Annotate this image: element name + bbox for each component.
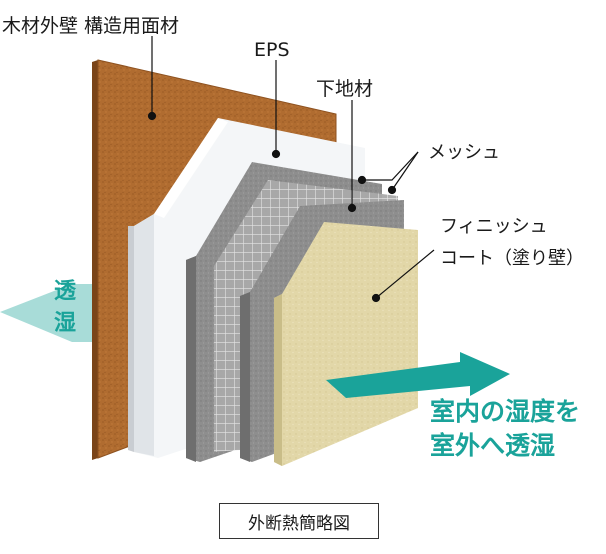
label-finish-line1: フィニッシュ bbox=[440, 216, 548, 237]
diagram-caption: 外断熱簡略図 bbox=[219, 503, 379, 539]
right-arrow-text-1: 室内の湿度を bbox=[430, 397, 580, 426]
left-arrow-text-1: 透 bbox=[54, 279, 77, 304]
finish-coat-layer bbox=[274, 222, 418, 466]
label-finish-line2: コート（塗り壁） bbox=[440, 247, 584, 269]
label-mesh: メッシュ bbox=[428, 142, 500, 163]
left-arrow-text-2: 湿 bbox=[54, 311, 76, 336]
label-wood-panel: 木材外壁 構造用面材 bbox=[2, 15, 179, 37]
right-arrow-text-2: 室外へ透湿 bbox=[430, 431, 555, 460]
leader-lines bbox=[147, 36, 435, 303]
mesh-layer bbox=[214, 180, 398, 452]
label-base-coat: 下地材 bbox=[316, 78, 373, 100]
right-moisture-arrow bbox=[326, 352, 510, 398]
left-moisture-arrow bbox=[0, 284, 120, 342]
label-eps: EPS bbox=[254, 39, 290, 61]
